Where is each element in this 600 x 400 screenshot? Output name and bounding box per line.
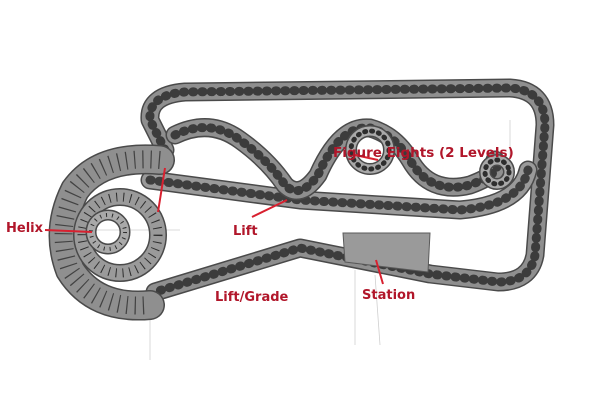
figure-eights-track bbox=[165, 118, 515, 201]
figure-eights-label: Figure Eights (2 Levels) bbox=[333, 145, 514, 161]
station-label: Station bbox=[362, 288, 416, 303]
lift-marker bbox=[157, 167, 166, 213]
middle-run-track bbox=[140, 160, 538, 220]
leader-lines bbox=[44, 154, 384, 285]
outer-loop-track bbox=[140, 78, 555, 302]
station-platform bbox=[342, 232, 431, 273]
helix-label: Helix bbox=[6, 221, 43, 236]
lift-grade-label: Lift/Grade bbox=[215, 290, 289, 305]
lift-label: Lift bbox=[233, 224, 258, 239]
